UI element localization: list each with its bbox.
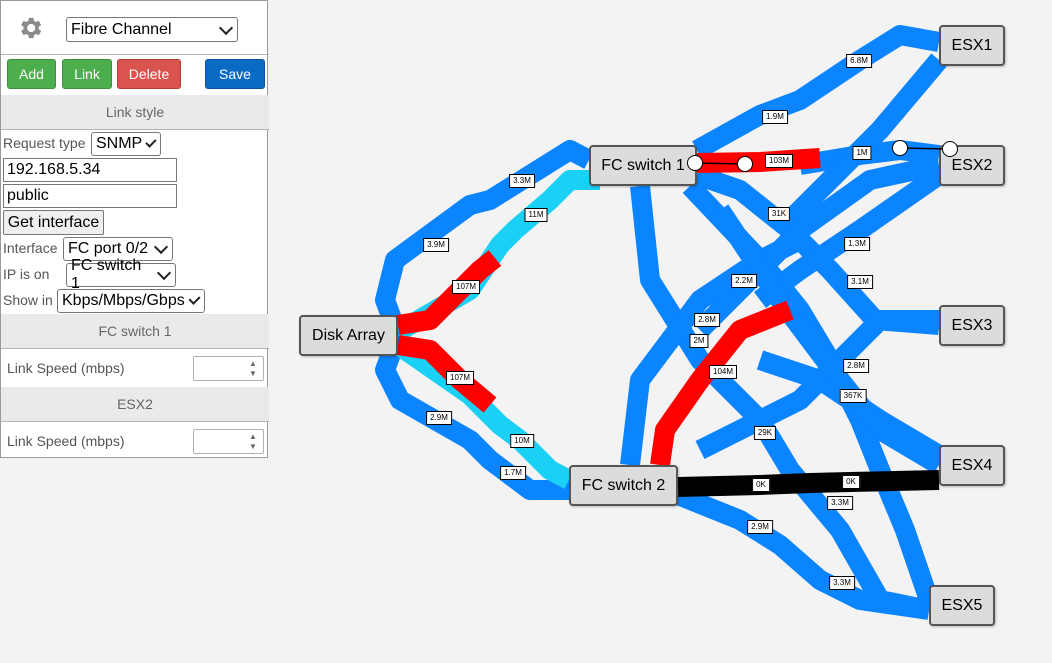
link-label: 2.9M (426, 411, 452, 425)
link-label: 29K (753, 426, 777, 440)
link-label: 2.8M (694, 313, 720, 327)
chevron-down-icon (145, 136, 157, 148)
network-link[interactable] (396, 335, 497, 413)
node-fc-switch-2[interactable]: FC switch 2 (569, 465, 678, 506)
link-speed-input[interactable]: ▲ ▼ (193, 429, 264, 454)
chevron-down-icon (153, 239, 169, 255)
network-link[interactable] (798, 140, 941, 175)
link-label: 1.3M (844, 237, 870, 251)
link-label: 3.3M (829, 576, 855, 590)
link-drag-handle[interactable] (892, 140, 908, 156)
link-drag-handle[interactable] (737, 156, 753, 172)
link-label: 31K (767, 207, 791, 221)
chevron-down-icon (188, 292, 201, 306)
link-label: 2.8M (843, 359, 869, 373)
network-link[interactable] (711, 204, 945, 474)
link-label: 6.8M (846, 54, 872, 68)
delete-button[interactable]: Delete (117, 59, 181, 89)
request-type-value: SNMP (96, 135, 143, 152)
link-type-value: Fibre Channel (71, 20, 172, 38)
divider (1, 54, 269, 55)
network-link[interactable] (772, 53, 947, 238)
link-label: 3.3M (827, 496, 853, 510)
network-link[interactable] (674, 485, 931, 620)
link-drag-handle[interactable] (942, 141, 958, 157)
network-link[interactable] (630, 184, 931, 620)
request-type-label: Request type (3, 135, 86, 151)
link-speed-input[interactable]: ▲ ▼ (193, 356, 264, 381)
link-label: 0K (752, 478, 770, 492)
link-label: 2.2M (731, 274, 757, 288)
spin-up-icon[interactable]: ▲ (249, 359, 257, 368)
link-label: 0K (842, 475, 860, 489)
divider (1, 421, 269, 422)
spin-down-icon[interactable]: ▼ (249, 442, 257, 451)
snmp-community-input[interactable]: public (3, 184, 177, 208)
node-esx4[interactable]: ESX4 (939, 445, 1005, 486)
link-label: 1.9M (762, 110, 788, 124)
node-esx2[interactable]: ESX2 (939, 145, 1005, 186)
link-label: 10M (510, 434, 534, 448)
divider (1, 129, 269, 130)
spin-down-icon[interactable]: ▼ (249, 369, 257, 378)
link-label: 107M (445, 371, 475, 385)
link-label: 367K (839, 389, 867, 403)
divider (1, 348, 269, 349)
chevron-down-icon (218, 20, 234, 35)
gear-icon[interactable] (16, 14, 44, 42)
node-esx5[interactable]: ESX5 (929, 585, 995, 626)
endpoint-header-esx2: ESX2 (1, 387, 269, 421)
add-button[interactable]: Add (7, 59, 56, 89)
network-link[interactable] (375, 331, 569, 500)
get-interface-button[interactable]: Get interface (3, 210, 104, 235)
endpoint-header-fc-switch-1: FC switch 1 (1, 314, 269, 348)
link-label: 11M (524, 208, 548, 222)
link-type-select[interactable]: Fibre Channel (66, 17, 238, 42)
network-link[interactable] (677, 470, 940, 497)
link-label: 2.9M (747, 520, 773, 534)
link-speed-label: Link Speed (mbps) (7, 360, 125, 376)
link-label: 1M (852, 146, 872, 160)
network-link[interactable] (375, 140, 594, 339)
network-link[interactable] (620, 231, 805, 467)
link-button[interactable]: Link (62, 59, 112, 89)
ip-is-on-select[interactable]: FC switch 1 (66, 257, 176, 292)
node-esx1[interactable]: ESX1 (939, 25, 1005, 66)
show-in-value: Kbps/Mbps/Gbps (62, 292, 185, 309)
show-in-select[interactable]: Kbps/Mbps/Gbps (57, 289, 205, 313)
link-label: 3.3M (509, 174, 535, 188)
network-link[interactable] (696, 148, 821, 173)
chevron-down-icon (157, 265, 172, 281)
request-type-select[interactable]: SNMP (91, 132, 161, 156)
node-esx3[interactable]: ESX3 (939, 305, 1005, 346)
interface-select[interactable]: FC port 0/2 (63, 237, 173, 261)
save-button[interactable]: Save (205, 59, 265, 89)
link-label: 1.7M (500, 466, 526, 480)
interface-value: FC port 0/2 (68, 240, 149, 257)
link-style-header: Link style (1, 95, 269, 129)
ip-is-on-value: FC switch 1 (71, 257, 142, 292)
link-label: 3.9M (423, 238, 449, 252)
ip-is-on-label: IP is on (3, 266, 50, 282)
link-drag-handle[interactable] (687, 155, 703, 171)
link-label: 2M (689, 334, 709, 348)
link-speed-label: Link Speed (mbps) (7, 433, 125, 449)
network-link[interactable] (692, 155, 942, 338)
link-label: 3.1M (847, 275, 873, 289)
network-link[interactable] (650, 300, 794, 467)
link-label: 104M (708, 365, 738, 379)
network-link[interactable] (692, 25, 941, 159)
editor-panel: Fibre Channel Add Link Delete Save Link … (0, 0, 269, 458)
spin-up-icon[interactable]: ▲ (249, 432, 257, 441)
node-fc-switch-1[interactable]: FC switch 1 (589, 145, 697, 186)
link-label: 107M (451, 280, 481, 294)
link-label: 103M (764, 154, 794, 168)
interface-label: Interface (3, 240, 58, 256)
ip-address-input[interactable]: 192.168.5.34 (3, 158, 177, 182)
show-in-label: Show in (3, 292, 53, 308)
node-disk-array[interactable]: Disk Array (299, 315, 398, 356)
